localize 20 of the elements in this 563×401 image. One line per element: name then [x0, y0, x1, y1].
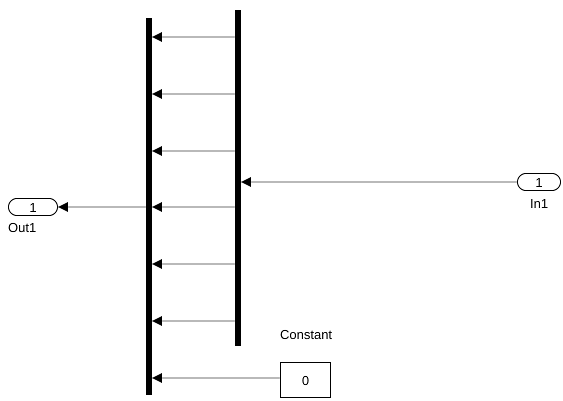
signal-arrow — [152, 259, 236, 269]
signal-arrow — [240, 177, 518, 187]
block-label: 1 — [535, 174, 543, 190]
constant-block — [280, 362, 331, 398]
signal-arrow — [152, 202, 236, 212]
block-name: Constant — [280, 327, 332, 342]
signal-arrow — [152, 89, 236, 99]
outport-block — [8, 198, 58, 216]
demux-bar — [235, 10, 241, 346]
signal-arrow — [152, 373, 280, 383]
block-label: 0 — [302, 372, 310, 388]
signal-arrow — [58, 202, 146, 212]
inport-block — [517, 173, 561, 191]
block-name: In1 — [530, 196, 548, 211]
mux-bar — [146, 18, 152, 395]
block-name: Out1 — [8, 220, 36, 235]
signal-arrow — [152, 146, 236, 156]
signal-arrow — [152, 32, 236, 42]
block-label: 1 — [29, 200, 37, 214]
signal-arrow — [152, 316, 236, 326]
